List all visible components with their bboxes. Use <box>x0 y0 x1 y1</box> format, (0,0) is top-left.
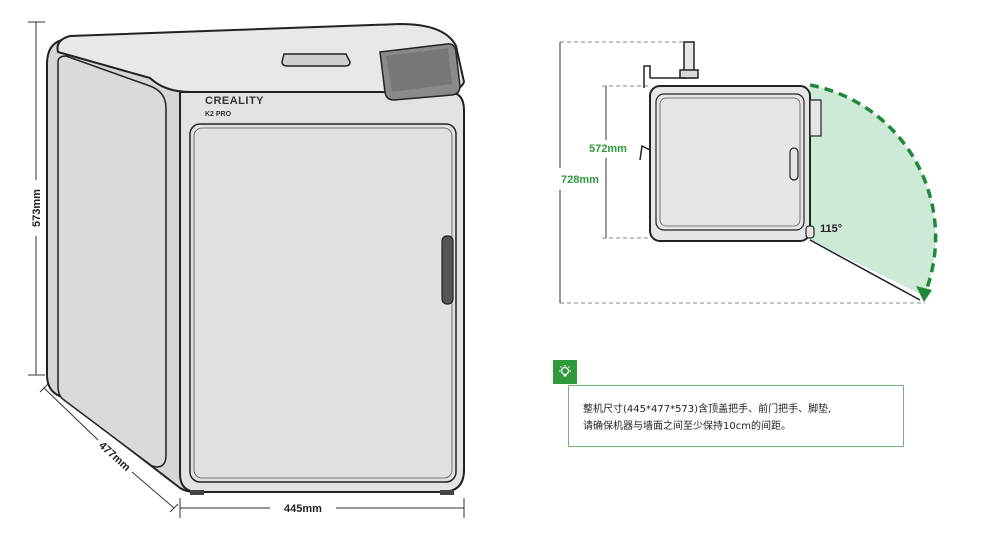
door-handle <box>441 235 454 305</box>
width-label: 445mm <box>284 503 322 515</box>
height-label: 573mm <box>31 189 43 227</box>
printer-top-view <box>560 41 925 304</box>
tip-line-2: 请确保机器与墙面之间至少保持10cm的间距。 <box>583 421 791 432</box>
front-dimensions <box>28 21 465 518</box>
lightbulb-icon <box>553 360 577 384</box>
printer-front-view: CREALITY K2 PRO <box>46 23 465 495</box>
tip-panel: 整机尺寸(445*477*573)含顶盖把手、前门把手、脚垫, 请确保机器与墙面… <box>553 360 905 448</box>
inner-height-label: 572mm <box>589 143 627 155</box>
outer-height-label: 728mm <box>561 174 599 186</box>
model-badge: K2 PRO <box>205 111 232 118</box>
brand-logo: CREALITY <box>205 95 264 107</box>
door-angle-label: 115° <box>820 223 842 235</box>
tip-text: 整机尺寸(445*477*573)含顶盖把手、前门把手、脚垫, 请确保机器与墙面… <box>583 401 895 435</box>
top-view-dimensions <box>559 42 607 303</box>
tip-line-1: 整机尺寸(445*477*573)含顶盖把手、前门把手、脚垫, <box>583 404 832 415</box>
door-swing-area: 115° <box>809 83 938 302</box>
tip-box: 整机尺寸(445*477*573)含顶盖把手、前门把手、脚垫, 请确保机器与墙面… <box>568 385 904 447</box>
